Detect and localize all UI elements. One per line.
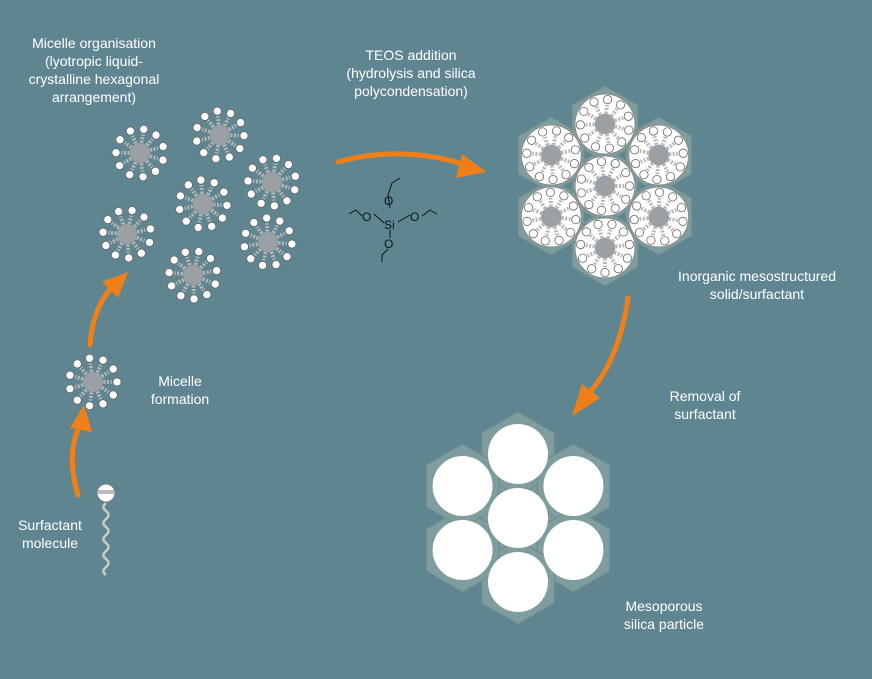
micelle-3 xyxy=(243,153,300,211)
label-surfactant-molecule: Surfactant molecule xyxy=(18,517,82,551)
label-micelle-organisation: Micelle organisation (lyotropic liquid- … xyxy=(28,35,160,105)
label-teos-addition: TEOS addition (hydrolysis and silica pol… xyxy=(346,47,476,99)
label-removal-of-surfactant: Removal of surfactant xyxy=(669,388,741,422)
label-micelle-formation: Micelle formation xyxy=(150,373,210,407)
teos-si-label: Si xyxy=(384,218,395,232)
micelles xyxy=(65,106,300,411)
mesostructured-solid xyxy=(517,85,693,287)
micelle-2 xyxy=(192,106,249,164)
arrow-teos-addition xyxy=(335,151,486,178)
meso-filled-micelle-4 xyxy=(576,219,634,278)
teos-o-right: O xyxy=(410,210,419,224)
teos-o-bottom: O xyxy=(384,237,393,251)
label-inorganic-mesostructured: Inorganic mesostructured solid/surfactan… xyxy=(678,268,836,302)
meso-filled-micelle-5 xyxy=(522,187,581,246)
micelle-4 xyxy=(175,175,232,232)
meso-empty-pore-6 xyxy=(432,456,493,516)
arrow-removal-of-surfactant xyxy=(572,295,631,416)
meso-empty-pore-3 xyxy=(543,520,604,580)
meso-empty-pore-1 xyxy=(488,424,548,484)
mesoporous-silica-particle xyxy=(425,411,611,625)
meso-filled-micelle-6 xyxy=(522,126,580,185)
teos-o-top: O xyxy=(384,194,393,208)
micelle-6 xyxy=(239,213,297,270)
meso-filled-micelle-1 xyxy=(575,94,634,153)
teos-o-left: O xyxy=(362,210,371,224)
meso-empty-pore-2 xyxy=(543,456,604,516)
surfactant-molecule xyxy=(96,483,116,576)
meso-empty-pore-0 xyxy=(488,488,548,548)
micelle-5 xyxy=(98,206,155,263)
meso-filled-micelle-3 xyxy=(629,187,688,246)
meso-empty-pore-4 xyxy=(488,552,548,612)
arrow-surfactant-to-micelle xyxy=(69,405,92,498)
teos-molecule xyxy=(348,177,438,262)
micelle-1 xyxy=(111,124,168,182)
micelle-7 xyxy=(164,247,222,304)
label-mesoporous-silica: Mesoporous silica particle xyxy=(623,598,705,632)
meso-filled-micelle-0 xyxy=(576,157,635,215)
arrow-micelle-to-organisation xyxy=(87,272,128,348)
meso-empty-pore-5 xyxy=(432,520,493,580)
micelle-single xyxy=(65,353,122,411)
meso-filled-micelle-2 xyxy=(630,126,688,185)
